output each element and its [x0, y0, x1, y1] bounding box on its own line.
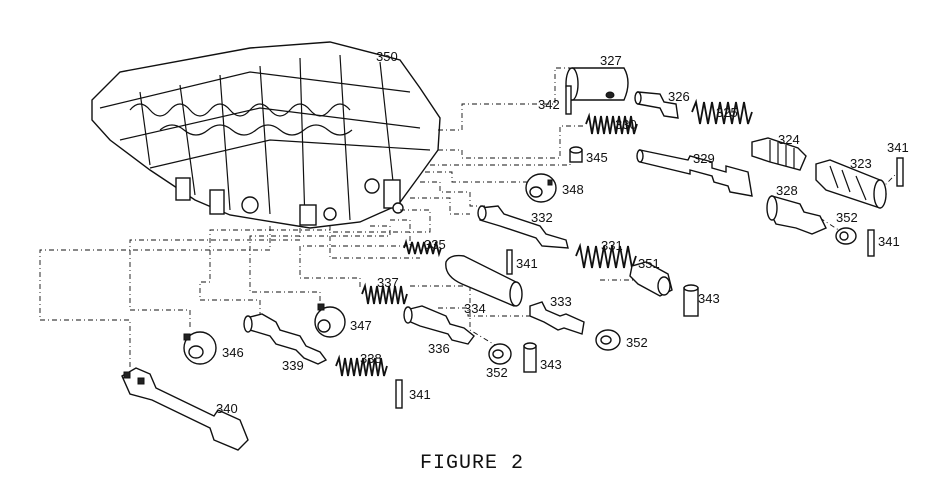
label-337: 337	[377, 275, 399, 290]
pin-341b	[867, 229, 875, 257]
cap-352b	[488, 343, 512, 365]
label-343-a: 343	[698, 291, 720, 306]
cap-352c	[595, 329, 621, 351]
rod-340	[121, 367, 249, 451]
label-323: 323	[850, 156, 872, 171]
pin-341c	[506, 249, 513, 275]
label-346: 346	[222, 345, 244, 360]
label-331: 331	[601, 238, 623, 253]
valve-body-350	[91, 41, 441, 229]
valve-339	[243, 313, 328, 365]
label-334: 334	[464, 301, 486, 316]
valve-329	[636, 149, 753, 197]
label-342: 342	[538, 97, 560, 112]
sleeve-334	[445, 254, 523, 307]
spring-325	[691, 98, 753, 125]
label-341-b: 341	[878, 234, 900, 249]
sleeve-323	[815, 159, 887, 209]
label-343-b: 343	[540, 357, 562, 372]
label-330: 330	[615, 117, 637, 132]
label-325: 325	[716, 105, 738, 120]
pin-341d	[395, 379, 403, 409]
label-326: 326	[668, 89, 690, 104]
label-341-d: 341	[409, 387, 431, 402]
label-352-a: 352	[836, 210, 858, 225]
valve-351	[629, 261, 673, 297]
sleeve-327	[565, 67, 629, 101]
valve-326	[634, 91, 679, 119]
label-341-a: 341	[887, 140, 909, 155]
valve-336	[403, 305, 475, 345]
plug-346	[183, 331, 217, 365]
spring-331	[575, 242, 637, 269]
cap-352a	[835, 227, 857, 245]
label-328: 328	[776, 183, 798, 198]
label-338: 338	[360, 351, 382, 366]
label-340: 340	[216, 401, 238, 416]
label-352-b: 352	[486, 365, 508, 380]
spring-330	[585, 112, 638, 135]
label-350: 350	[376, 49, 398, 64]
label-351: 351	[638, 256, 660, 271]
spring-337	[361, 282, 408, 305]
label-327: 327	[600, 53, 622, 68]
figure-caption: FIGURE 2	[419, 452, 524, 475]
valve-328	[766, 195, 827, 235]
pin-343b	[523, 342, 537, 373]
spring-338	[335, 354, 388, 377]
pin-342	[565, 85, 572, 115]
plug-348	[525, 173, 557, 203]
pin-341a	[896, 157, 904, 187]
label-341-c: 341	[516, 256, 538, 271]
plug-345	[569, 146, 583, 163]
label-332: 332	[531, 210, 553, 225]
callout-labels: 350 327 342 326 325 330 324 345 329 323 …	[216, 49, 909, 416]
spring-335	[403, 238, 442, 258]
label-333: 333	[550, 294, 572, 309]
label-339: 339	[282, 358, 304, 373]
valve-324	[751, 137, 807, 171]
label-345: 345	[586, 150, 608, 165]
label-324: 324	[778, 132, 800, 147]
label-329: 329	[693, 151, 715, 166]
label-336: 336	[428, 341, 450, 356]
valve-333	[529, 301, 585, 335]
label-348: 348	[562, 182, 584, 197]
label-335: 335	[424, 237, 446, 252]
valve-332	[477, 205, 569, 249]
label-352-c: 352	[626, 335, 648, 350]
pin-343a	[683, 284, 699, 317]
label-347: 347	[350, 318, 372, 333]
plug-347	[314, 303, 346, 338]
